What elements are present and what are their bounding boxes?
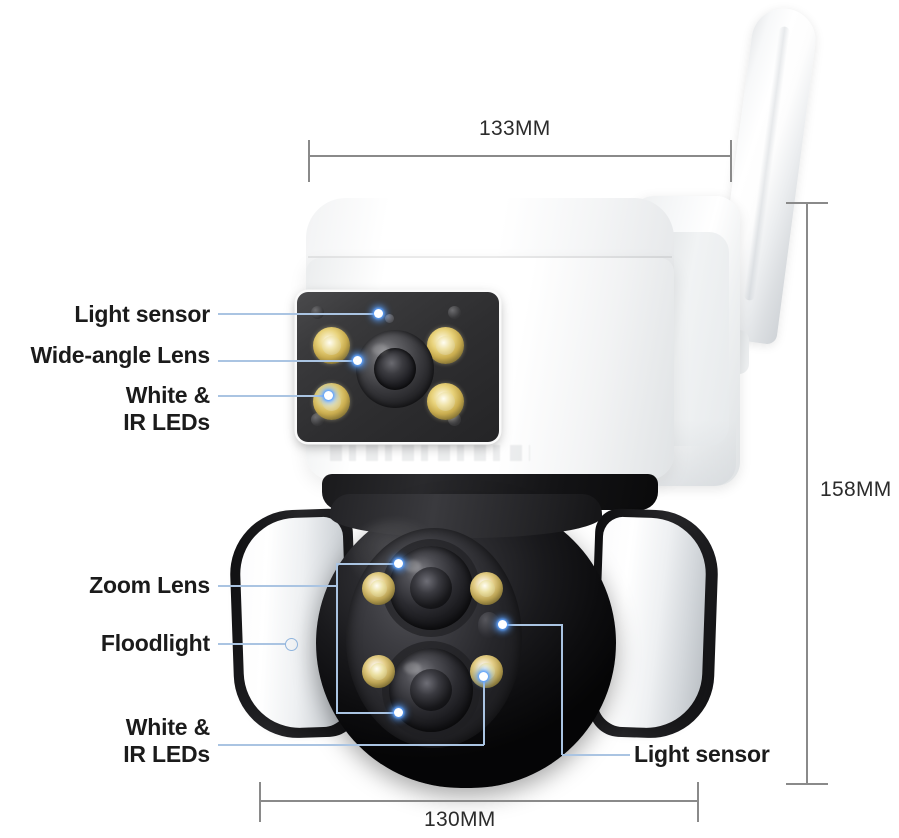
zoom-lens-lower: [389, 648, 473, 732]
upper-light-sensor: [385, 314, 394, 323]
leader-zoom-lens-stem: [218, 585, 337, 587]
upper-ir-led-bl: [313, 383, 350, 420]
leader-floodlight: [218, 643, 286, 645]
upper-ir-led-tr: [427, 327, 464, 364]
leader-dot-white-ir-leds-top: [324, 391, 333, 400]
leader-white-ir-leds-top: [218, 395, 328, 397]
dome-ir-led-tl: [362, 572, 395, 605]
leader-dot-white-ir-leds-bottom: [479, 672, 488, 681]
dimension-tick-top-left: [308, 140, 310, 182]
leader-light-sensor-top: [218, 313, 378, 315]
zoom-lens-upper-glint: [404, 560, 421, 572]
leader-wide-angle-lens: [218, 360, 357, 362]
leader-dot-light-sensor-bottom: [498, 620, 507, 629]
upper-ir-led-br: [427, 383, 464, 420]
wide-angle-lens: [356, 330, 434, 408]
dimension-tick-right-top: [786, 202, 828, 204]
leader-zoom-lens-upper-arm: [336, 563, 399, 565]
dimension-label-width-bottom: 130MM: [424, 808, 496, 831]
zoom-lens-lower-glint: [404, 662, 421, 674]
leader-dot-light-sensor-top: [374, 309, 383, 318]
dimension-line-top: [308, 155, 732, 157]
leader-white-ir-leds-bottom-riser: [483, 676, 485, 745]
leader-zoom-lens-bracket: [336, 563, 338, 713]
leader-dot-zoom-lens-lower: [394, 708, 403, 717]
callout-label-wide-angle-lens: Wide-angle Lens: [30, 342, 210, 368]
dimension-tick-top-right: [730, 140, 732, 182]
wide-angle-lens-glint: [372, 344, 388, 355]
dimension-tick-right-bottom: [786, 783, 828, 785]
dome-light-sensor: [478, 612, 500, 639]
dimension-tick-bottom-left: [259, 782, 261, 822]
zoom-lens-upper: [389, 546, 473, 630]
dimension-tick-bottom-right: [697, 782, 699, 822]
leader-light-sensor-bottom-stem: [562, 754, 630, 756]
leader-ring-floodlight: [285, 638, 298, 651]
faceplate-screw-tl: [311, 306, 324, 319]
leader-light-sensor-bottom-riser: [561, 624, 563, 755]
leader-dot-wide-angle-lens: [353, 356, 362, 365]
callout-label-floodlight: Floodlight: [100, 630, 210, 656]
dome-ir-led-br: [470, 655, 503, 688]
leader-dot-zoom-lens-upper: [394, 559, 403, 568]
brand-emboss: [330, 445, 530, 461]
callout-label-white-ir-leds-bottom: White & IR LEDs: [123, 714, 210, 767]
ptz-dome-top-cap: [330, 494, 602, 538]
faceplate-screw-tr: [448, 306, 461, 319]
dimension-label-height-right: 158MM: [820, 478, 892, 501]
dimension-line-bottom: [259, 800, 697, 802]
upper-ir-led-tl: [313, 327, 350, 364]
dome-ir-led-tr: [470, 572, 503, 605]
callout-label-light-sensor-bottom: Light sensor: [634, 741, 770, 767]
dimension-line-right: [806, 202, 808, 784]
dome-ir-led-bl: [362, 655, 395, 688]
callout-label-white-ir-leds-top: White & IR LEDs: [123, 382, 210, 435]
leader-light-sensor-bottom-arm: [505, 624, 562, 626]
dimension-label-width-top: 133MM: [479, 117, 551, 140]
leader-white-ir-leds-bottom-stem: [218, 744, 484, 746]
callout-label-light-sensor-top: Light sensor: [74, 301, 210, 327]
leader-zoom-lens-lower-arm: [336, 712, 399, 714]
callout-label-zoom-lens: Zoom Lens: [89, 572, 210, 598]
housing-seam: [308, 256, 672, 258]
